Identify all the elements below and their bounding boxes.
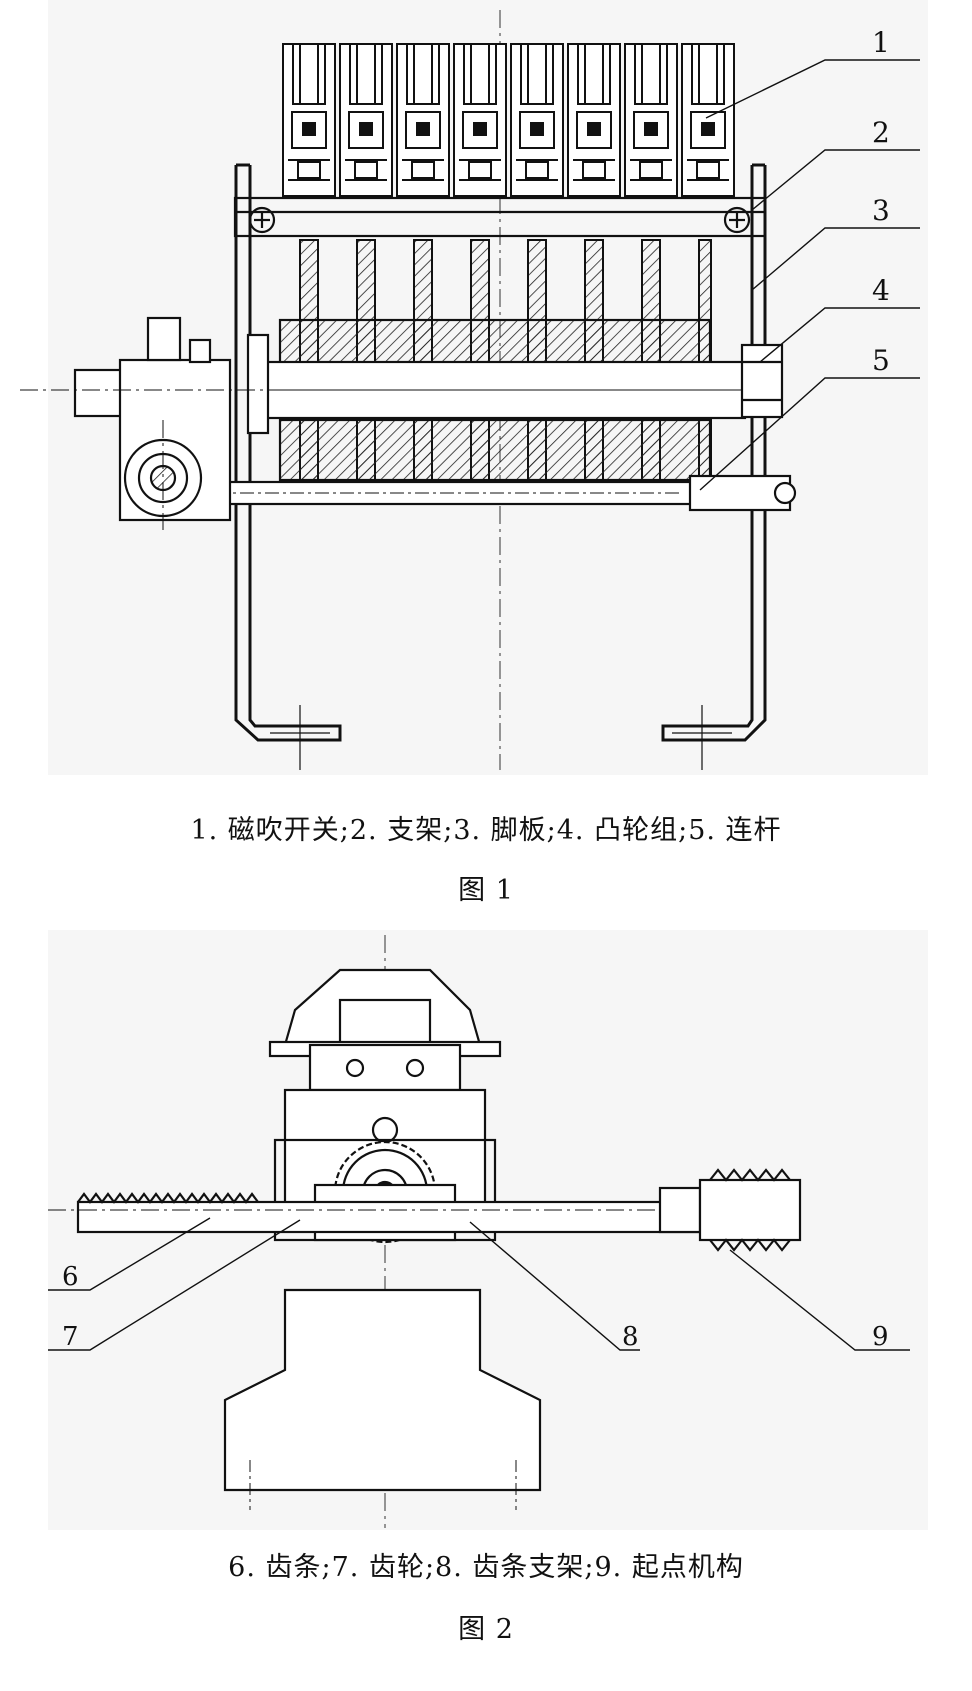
cam-group — [246, 318, 784, 482]
callout-1: 1 — [872, 26, 890, 59]
fig1-callout-leaders — [699, 59, 920, 491]
fig2-callout-leaders — [48, 1217, 910, 1351]
fig2-callout-numbers: 6 7 8 9 — [62, 1262, 889, 1352]
start-point-mechanism — [658, 1168, 802, 1252]
callout-8: 8 — [622, 1322, 639, 1352]
figure-1-drawing: 1 2 3 4 5 — [20, 0, 928, 775]
figure-2-drawing: 6 7 8 9 — [48, 930, 928, 1530]
callout-5: 5 — [872, 344, 890, 377]
figure-1-caption: 1. 磁吹开关;2. 支架;3. 脚板;4. 凸轮组;5. 连杆 — [190, 815, 782, 846]
linkage-rod — [208, 474, 797, 512]
callout-2: 2 — [872, 116, 890, 149]
figure-1-label: 图 1 — [458, 875, 514, 906]
foot-plate — [234, 163, 767, 770]
left-actuator-housing — [20, 316, 290, 530]
callout-3: 3 — [872, 194, 890, 227]
rack — [48, 1192, 720, 1234]
callout-9: 9 — [872, 1322, 889, 1352]
figure-2-caption: 6. 齿条;7. 齿轮;8. 齿条支架;9. 起点机构 — [228, 1552, 744, 1583]
callout-7: 7 — [62, 1322, 79, 1352]
callout-4: 4 — [872, 274, 890, 307]
figure-2-label: 图 2 — [458, 1614, 514, 1645]
magnetic-switch-array — [282, 43, 735, 197]
fig1-callout-numbers: 1 2 3 4 5 — [872, 26, 890, 377]
base-block — [223, 1288, 542, 1510]
callout-6: 6 — [62, 1262, 79, 1292]
